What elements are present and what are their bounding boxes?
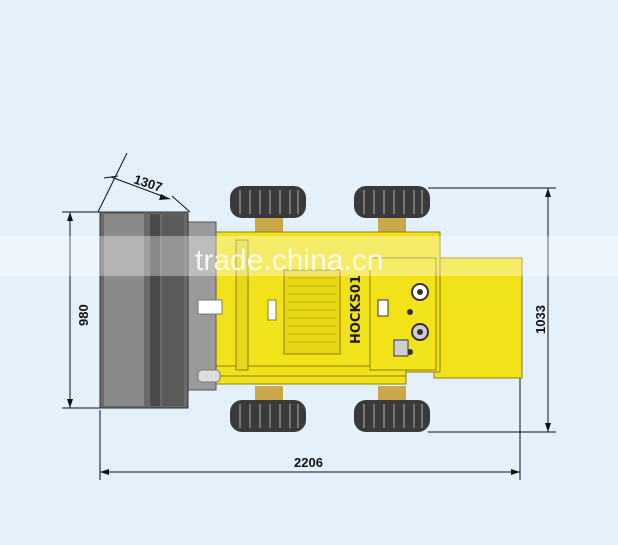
dimension-lines (62, 152, 556, 480)
engine-grille-icon (283, 269, 341, 355)
watermark-band (0, 236, 618, 276)
dimension-arrows (67, 188, 551, 475)
arrow-1307 (159, 194, 170, 200)
tire-front-top (230, 186, 306, 234)
bucket-back (162, 214, 184, 406)
mount-bracket (197, 299, 223, 315)
tire-icon (354, 400, 430, 432)
dim-1307-line (110, 176, 171, 200)
switch-icon (393, 339, 409, 357)
latch (267, 299, 277, 321)
brand-label: HOCKS01 (349, 275, 364, 344)
dim-1307-ext-right (171, 195, 191, 213)
counterweight-icon (433, 257, 523, 379)
tire-icon (354, 186, 430, 218)
gauge-slot (377, 299, 389, 317)
hub-icon (255, 214, 283, 234)
watermark-text: trade.china.cn (195, 244, 383, 277)
dim-label-1033: 1033 (533, 305, 548, 334)
tire-rear-bottom (354, 386, 430, 432)
bucket-shadow (150, 214, 160, 406)
tire-rear-top (354, 186, 430, 234)
tires (230, 186, 430, 432)
dim-1307-tick-a (103, 175, 119, 179)
dim-label-2206: 2206 (294, 455, 323, 470)
dim-1307-ext-left (97, 152, 128, 213)
arrow-980-bottom (67, 399, 73, 408)
bucket-highlight (104, 214, 144, 406)
hub-icon (378, 214, 406, 234)
dim-label-980: 980 (76, 304, 91, 326)
arrow-1033-top (545, 188, 551, 197)
arrow-1033-bottom (545, 423, 551, 432)
machine-body: HOCKS01 (185, 221, 523, 391)
hydraulic-coupler (197, 369, 221, 383)
arm-upright (235, 239, 249, 371)
bucket-icon (99, 211, 189, 409)
arrow-980-top (67, 212, 73, 221)
arrow-2206-right (511, 469, 520, 475)
arrow-2206-left (100, 469, 109, 475)
indicator-icon (407, 309, 413, 315)
tire-icon (230, 186, 306, 218)
tire-icon (230, 400, 306, 432)
tire-front-bottom (230, 386, 306, 432)
